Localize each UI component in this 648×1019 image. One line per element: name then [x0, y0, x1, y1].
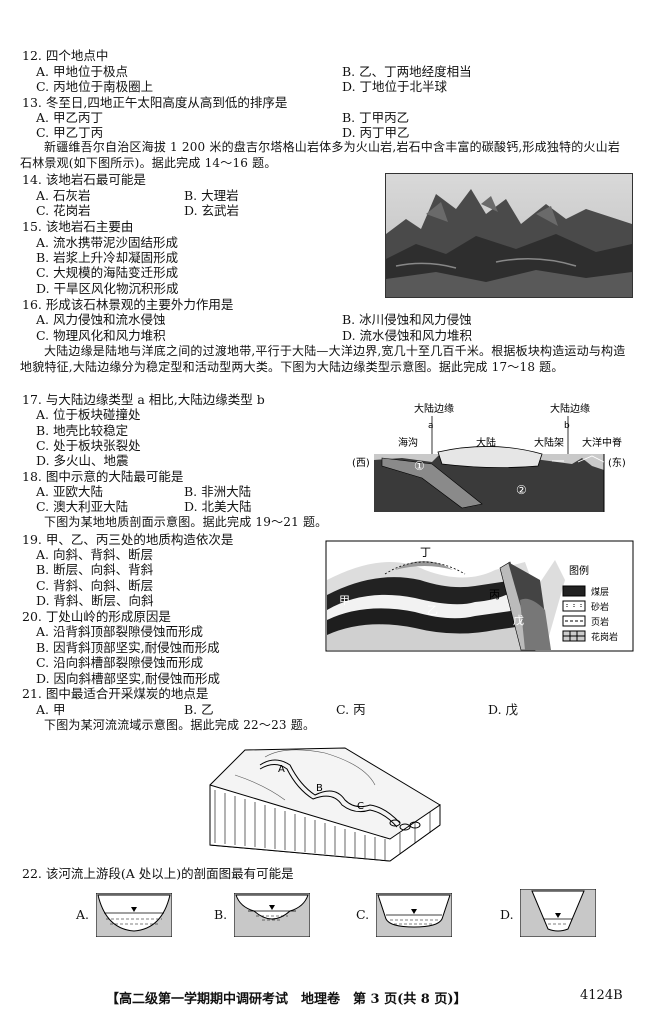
river-point-b: B — [316, 783, 323, 794]
q18-option-b: B. 非洲大陆 — [184, 484, 252, 499]
q16-option-c: C. 物理风化和风力堆积 — [36, 328, 166, 343]
legend-shale: 页岩 — [591, 616, 609, 628]
margin-a-label: a — [428, 421, 434, 431]
q19-option-b: B. 断层、向斜、背斜 — [36, 562, 154, 577]
stone-forest-photo — [385, 173, 633, 298]
plate-2-label: ② — [516, 483, 527, 497]
ridge-label: 大洋中脊 — [582, 436, 622, 449]
q13-option-d: D. 丙丁甲乙 — [342, 125, 410, 140]
west-label: (西) — [352, 458, 370, 469]
q13-option-b: B. 丁甲丙乙 — [342, 110, 410, 125]
legend-shale-swatch — [562, 615, 586, 627]
q18-option-c: C. 澳大利亚大陆 — [36, 499, 129, 514]
q19-option-a: A. 向斜、背斜、断层 — [36, 547, 153, 562]
q14-option-b: B. 大理岩 — [184, 188, 239, 203]
geologic-section-diagram: 丁 甲 乙 丙 戊 图例 煤层 砂岩 页岩 花岗岩 — [325, 540, 634, 652]
jia-label: 甲 — [339, 594, 350, 607]
q19-stem: 19. 甲、乙、丙三处的地质构造依次是 — [22, 532, 234, 547]
q12-option-d: D. 丁地位于北半球 — [342, 79, 448, 94]
bing-label: 丙 — [489, 588, 500, 601]
q17-option-b: B. 地壳比较稳定 — [36, 423, 129, 438]
q12-option-c: C. 丙地位于南极圈上 — [36, 79, 154, 94]
q18-option-a: A. 亚欧大陆 — [36, 484, 103, 499]
q14-option-a: A. 石灰岩 — [36, 188, 91, 203]
q22-option-b-profile — [234, 893, 310, 937]
east-label: (东) — [608, 456, 626, 469]
q22-option-c-profile — [376, 893, 452, 937]
q22-option-d-label: D. — [500, 907, 514, 922]
q22-option-a-label: A. — [76, 907, 90, 922]
q17-option-c: C. 处于板块张裂处 — [36, 438, 141, 453]
q22-option-d-profile — [520, 889, 596, 937]
q17-stem: 17. 与大陆边缘类型 a 相比,大陆边缘类型 b — [22, 392, 265, 407]
q20-option-b: B. 因背斜顶部坚实,耐侵蚀而形成 — [36, 640, 220, 655]
intro-14-16: 新疆维吾尔自治区海拔 1 200 米的盘吉尔塔格山岩体多为火山岩,岩石中含丰富的… — [20, 140, 621, 170]
q14-option-d: D. 玄武岩 — [184, 203, 240, 218]
q22-option-a-profile — [96, 893, 172, 937]
intro-17-18: 大陆边缘是陆地与洋底之间的过渡地带,平行于大陆—大洋边界,宽几十至几百千米。根据… — [20, 344, 626, 374]
q14-stem: 14. 该地岩石最可能是 — [22, 172, 146, 187]
legend-title: 图例 — [569, 564, 589, 577]
legend-coal-swatch — [562, 585, 586, 597]
q20-option-c: C. 沿向斜槽部裂隙侵蚀而形成 — [36, 655, 204, 670]
q21-option-a: A. 甲 — [36, 702, 66, 717]
q12-option-a: A. 甲地位于极点 — [36, 64, 128, 79]
river-point-c: C — [357, 801, 364, 812]
yi-label: 乙 — [427, 604, 438, 617]
margin-b-label: b — [564, 421, 570, 431]
continental-margin-diagram: 大陆边缘 大陆边缘 a b 海沟 大陆 大陆架 大洋中脊 (西) (东) ① ② — [352, 402, 626, 512]
q15-option-a: A. 流水携带泥沙固结形成 — [36, 235, 178, 250]
q21-stem: 21. 图中最适合开采煤炭的地点是 — [22, 686, 209, 701]
q16-option-d: D. 流水侵蚀和风力堆积 — [342, 328, 473, 343]
q21-option-c: C. 丙 — [336, 702, 366, 717]
q20-stem: 20. 丁处山岭的形成原因是 — [22, 609, 171, 624]
river-basin-diagram: A B C — [209, 747, 441, 862]
q21-option-d: D. 戊 — [488, 702, 519, 717]
q12-option-b: B. 乙、丁两地经度相当 — [342, 64, 472, 79]
q16-option-a: A. 风力侵蚀和流水侵蚀 — [36, 312, 166, 327]
margin-label-1: 大陆边缘 — [414, 402, 454, 415]
q13-stem: 13. 冬至日,四地正午太阳高度从高到低的排序是 — [22, 95, 288, 110]
q15-stem: 15. 该地岩石主要由 — [22, 219, 134, 234]
q22-stem: 22. 该河流上游段(A 处以上)的剖面图最有可能是 — [22, 866, 294, 881]
q13-option-a: A. 甲乙丙丁 — [36, 110, 103, 125]
q16-option-b: B. 冰川侵蚀和风力侵蚀 — [342, 312, 472, 327]
q14-option-c: C. 花岗岩 — [36, 203, 91, 218]
q21-option-b: B. 乙 — [184, 702, 214, 717]
legend-granite: 花岗岩 — [591, 631, 618, 643]
paper-code: 4124B — [580, 988, 623, 1003]
q15-option-c: C. 大规模的海陆变迁形成 — [36, 265, 179, 280]
q19-option-c: C. 背斜、向斜、断层 — [36, 578, 154, 593]
plate-1-label: ① — [414, 459, 425, 473]
q16-stem: 16. 形成该石林景观的主要外力作用是 — [22, 297, 234, 312]
legend-coal: 煤层 — [591, 586, 609, 598]
trench-label: 海沟 — [398, 436, 418, 449]
page-footer: 【高二级第一学期期中调研考试 地理卷 第 3 页(共 8 页)】 — [106, 992, 467, 1007]
q20-option-d: D. 因向斜槽部坚实,耐侵蚀而形成 — [36, 671, 220, 686]
shelf-label: 大陆架 — [534, 436, 564, 449]
q19-option-d: D. 背斜、断层、向斜 — [36, 593, 154, 608]
q15-option-d: D. 干旱区风化物沉积形成 — [36, 281, 179, 296]
continent-label: 大陆 — [476, 436, 496, 449]
q15-option-b: B. 岩浆上升冷却凝固形成 — [36, 250, 179, 265]
q17-option-d: D. 多火山、地震 — [36, 453, 129, 468]
q18-stem: 18. 图中示意的大陆最可能是 — [22, 469, 184, 484]
river-point-a: A — [278, 764, 285, 775]
ding-label: 丁 — [420, 546, 431, 559]
q13-option-c: C. 甲乙丁丙 — [36, 125, 104, 140]
intro-22-23: 下图为某河流流域示意图。据此完成 22～23 题。 — [44, 718, 316, 732]
legend-sandstone: 砂岩 — [591, 601, 609, 613]
q18-option-d: D. 北美大陆 — [184, 499, 252, 514]
intro-19-21: 下图为某地地质剖面示意图。据此完成 19～21 题。 — [44, 515, 328, 529]
q22-option-b-label: B. — [214, 907, 228, 922]
margin-label-2: 大陆边缘 — [550, 402, 590, 415]
q20-option-a: A. 沿背斜顶部裂隙侵蚀而形成 — [36, 624, 203, 639]
wu-label: 戊 — [513, 614, 524, 627]
q22-option-c-label: C. — [356, 907, 370, 922]
q12-stem: 12. 四个地点中 — [22, 48, 109, 63]
q17-option-a: A. 位于板块碰撞处 — [36, 407, 141, 422]
